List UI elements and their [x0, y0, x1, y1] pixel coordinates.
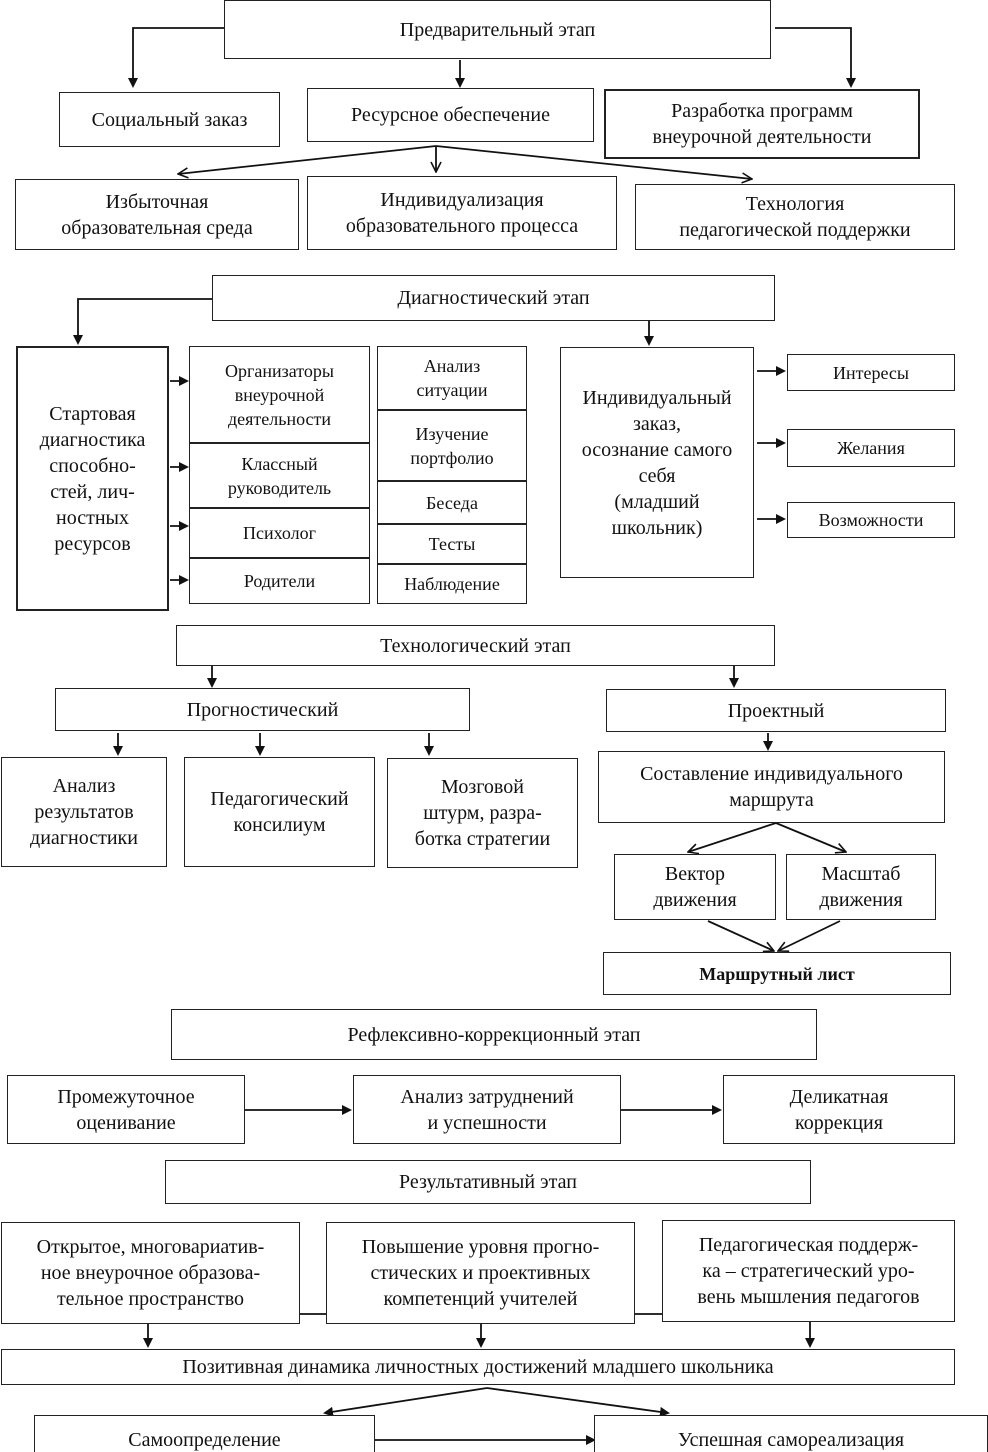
resources-box: Ресурсное обеспечение — [307, 88, 594, 142]
self-determination-box: Самоопределение — [34, 1415, 375, 1452]
aspect-wishes: Желания — [787, 429, 955, 467]
individualization-box: Индивидуализация образовательного процес… — [307, 176, 617, 250]
delicate-correction-box: Деликатная коррекция — [723, 1075, 955, 1144]
individual-route-box: Составление индивидуального маршрута — [598, 751, 945, 823]
method-tests: Тесты — [377, 524, 527, 564]
movement-vector-box: Вектор движения — [614, 854, 776, 920]
project-box: Проектный — [606, 689, 946, 732]
open-space-box: Открытое, многовариатив- ное внеурочное … — [1, 1222, 300, 1324]
program-development-box: Разработка программ внеурочной деятельно… — [604, 89, 920, 159]
teacher-competence-box: Повышение уровня прогно- стических и про… — [326, 1222, 635, 1324]
movement-scale-box: Масштаб движения — [786, 854, 936, 920]
route-sheet-box: Маршрутный лист — [603, 952, 951, 995]
social-order-box: Социальный заказ — [59, 92, 280, 147]
method-portfolio: Изучение портфолио — [377, 410, 527, 481]
prognostic-box: Прогностический — [55, 688, 470, 731]
diagnostics-results-analysis-box: Анализ результатов диагностики — [1, 757, 167, 867]
intermediate-assessment-box: Промежуточное оценивание — [7, 1075, 245, 1144]
pedagogical-council-box: Педагогический консилиум — [184, 757, 375, 867]
brainstorm-strategy-box: Мозговой штурм, разра- ботка стратегии — [387, 758, 578, 868]
aspect-interests: Интересы — [787, 354, 955, 391]
stage-preliminary-title: Предварительный этап — [224, 0, 771, 59]
method-observation: Наблюдение — [377, 564, 527, 604]
self-realization-box: Успешная самореализация — [594, 1415, 988, 1452]
individual-order-box: Индивидуальный заказ, осознание самого с… — [560, 347, 754, 578]
method-situation-analysis: Анализ ситуации — [377, 346, 527, 410]
stage-result-title: Результативный этап — [165, 1160, 811, 1204]
participant-psychologist: Психолог — [189, 508, 370, 558]
start-diagnostics-box: Стартовая диагностика способно- стей, ли… — [16, 346, 169, 611]
stage-technological-title: Технологический этап — [176, 625, 775, 666]
pedagogical-support-tech-box: Технология педагогической поддержки — [635, 184, 955, 250]
stage-diagnostic-title: Диагностический этап — [212, 275, 775, 321]
positive-dynamics-box: Позитивная динамика личностных достижени… — [1, 1349, 955, 1385]
participant-organizers: Организаторы внеурочной деятельности — [189, 346, 370, 443]
method-conversation: Беседа — [377, 481, 527, 524]
redundant-environment-box: Избыточная образовательная среда — [15, 179, 299, 250]
pedagogical-support-strategy-box: Педагогическая поддерж- ка – стратегичес… — [662, 1220, 955, 1322]
aspect-possibilities: Возможности — [787, 502, 955, 538]
stage-reflexive-title: Рефлексивно-коррекционный этап — [171, 1009, 817, 1060]
participant-parents: Родители — [189, 558, 370, 604]
participant-class-teacher: Классный руководитель — [189, 443, 370, 508]
difficulty-analysis-box: Анализ затруднений и успешности — [353, 1075, 621, 1144]
